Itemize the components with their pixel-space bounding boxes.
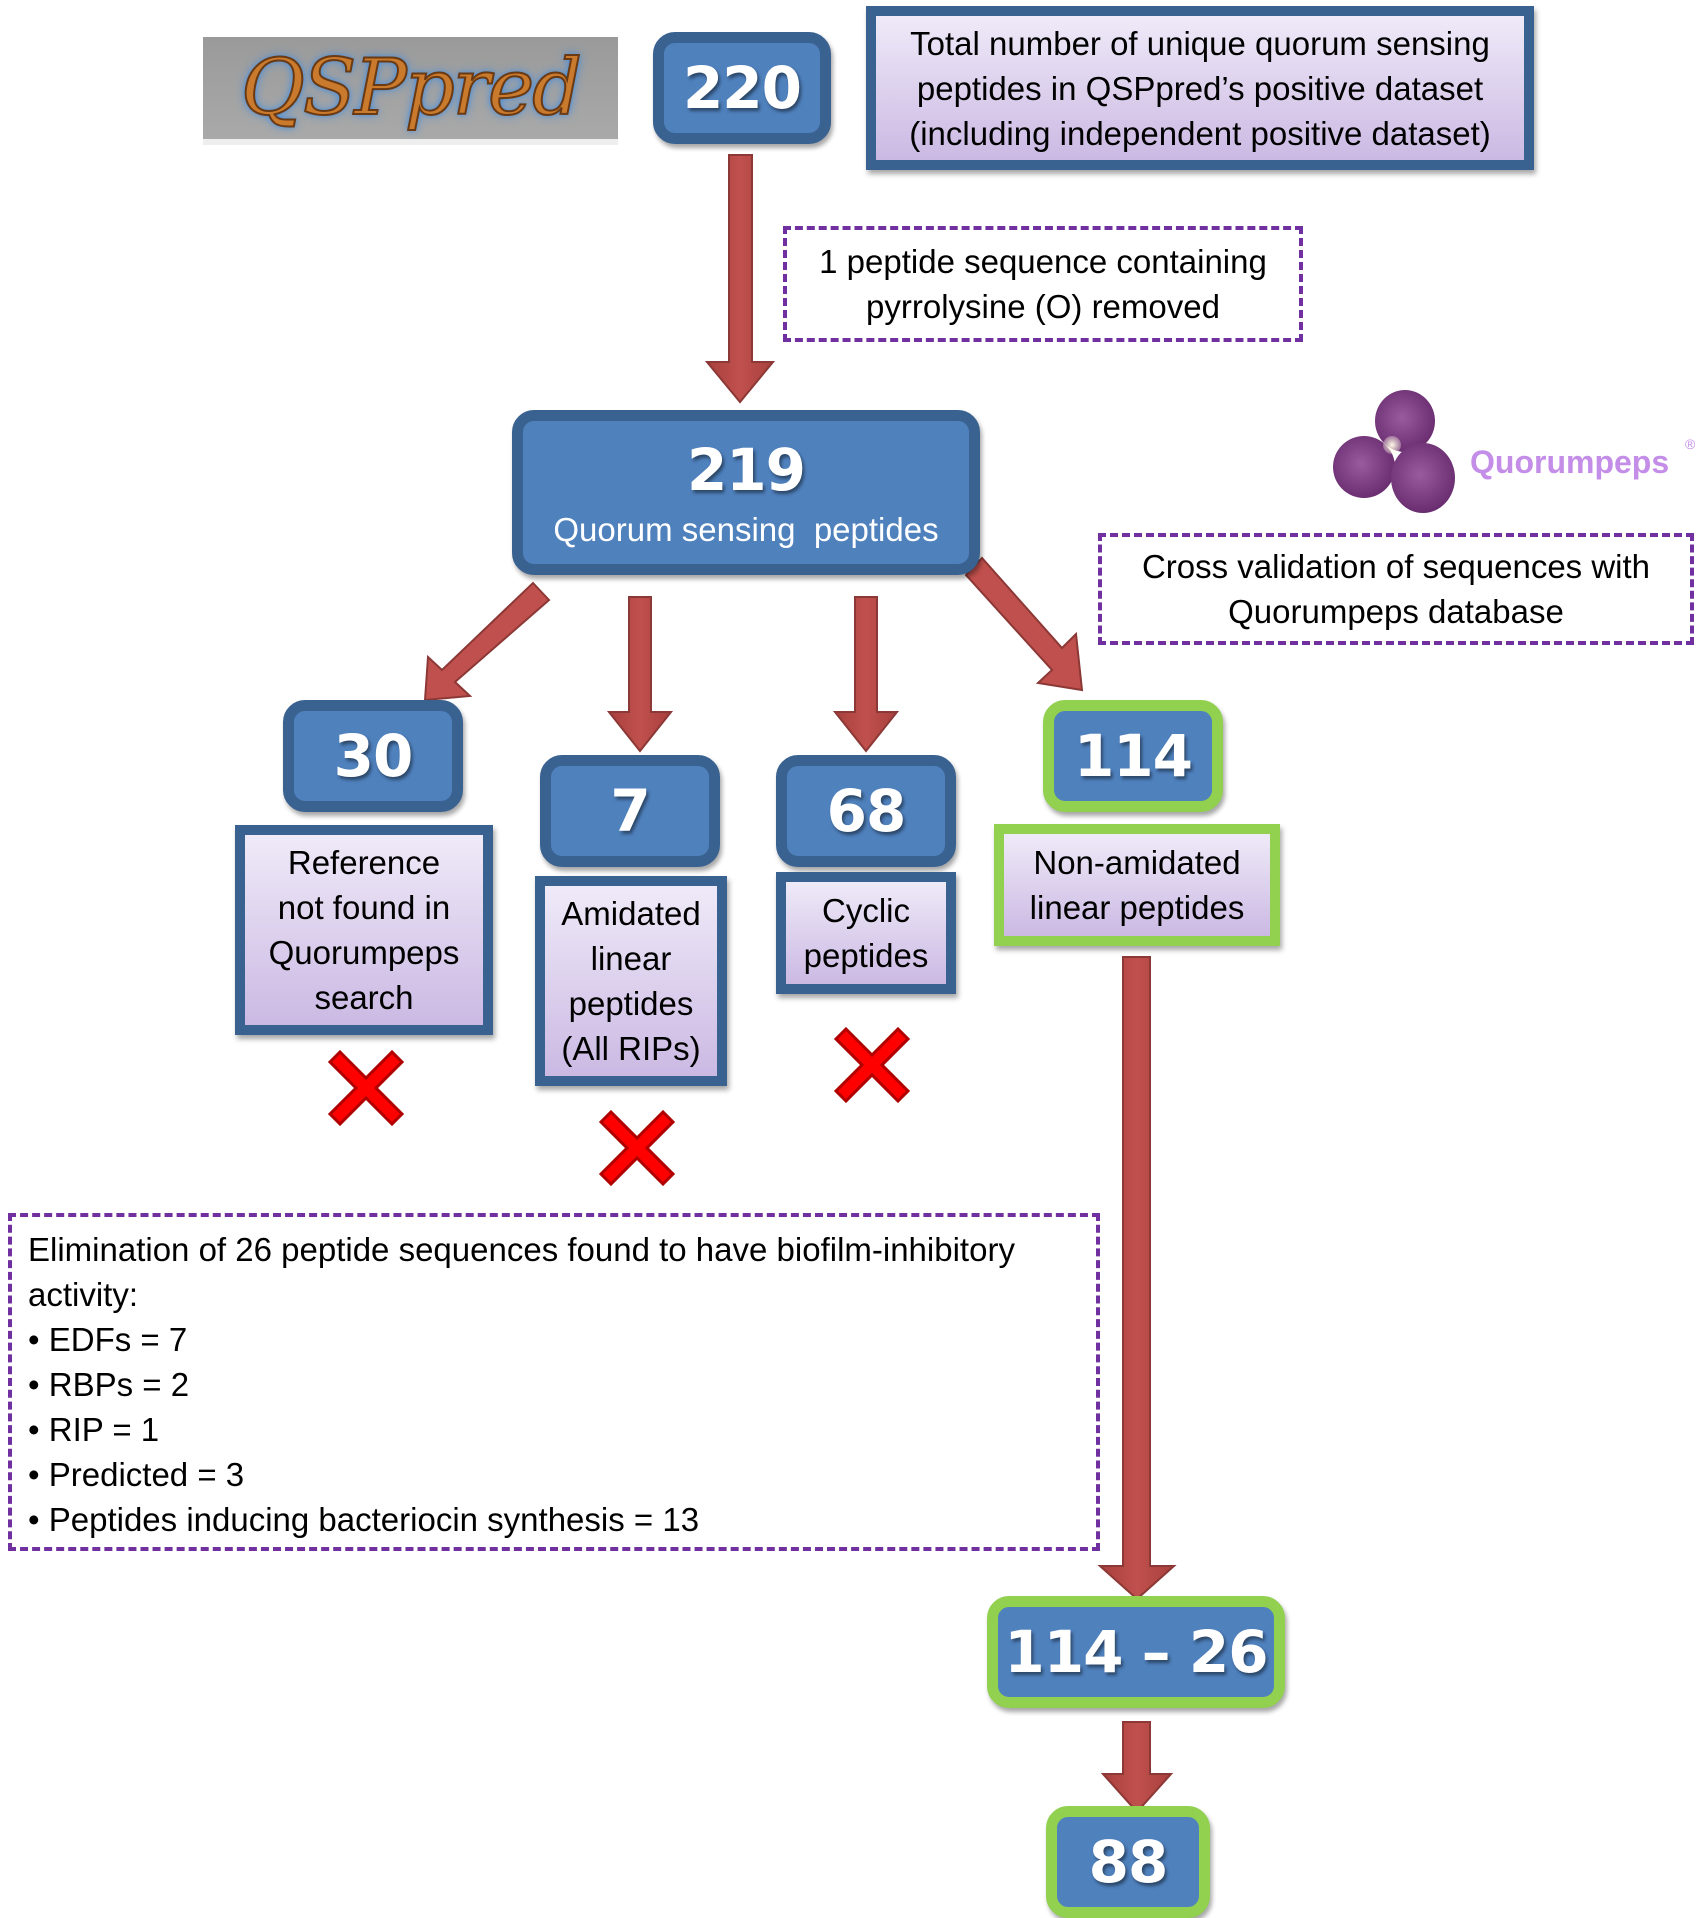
branch-label-line: search [314, 979, 414, 1016]
elimination-note: Elimination of 26 peptide sequences foun… [8, 1213, 1100, 1551]
elimination-item: • RIP = 1 [28, 1411, 160, 1448]
quorumpeps-cells-icon [1325, 388, 1465, 518]
arrow-220-to-219 [704, 154, 776, 404]
branch-label-line: (All RIPs) [561, 1030, 701, 1067]
note-line: Cross validation of sequences with [1141, 548, 1651, 585]
branch-label-box: Non-amidated linear peptides [994, 824, 1280, 946]
total-description-line: peptides in QSPpred’s positive dataset [916, 69, 1484, 107]
elimination-item: • EDFs = 7 [28, 1321, 188, 1358]
branch-label-box: Cyclic peptides [776, 872, 956, 994]
pyrrolysine-removed-note: 1 peptide sequence containing pyrrolysin… [783, 226, 1303, 342]
branch-label-line: linear peptides [1029, 889, 1245, 926]
elimination-item: • RBPs = 2 [28, 1366, 190, 1403]
branch-label-line: peptides [568, 985, 694, 1022]
branch-label-line: Quorumpeps [268, 934, 460, 971]
elimination-item-text: RBPs = 2 [48, 1366, 190, 1403]
main-label: Quorum sensing peptides [553, 510, 939, 548]
arrow-219-to-114 [964, 556, 1084, 692]
total-description-box: Total number of unique quorum sensing pe… [866, 6, 1534, 170]
branch-label-line: Non-amidated [1033, 844, 1241, 881]
branch-count-box: 30 [283, 700, 463, 812]
branch-count-box: 7 [540, 755, 720, 867]
total-count: 220 [682, 54, 802, 122]
elimination-heading: activity: [28, 1276, 139, 1313]
branch-count: 114 [1073, 722, 1193, 790]
qsppred-logo: QSPpred [203, 37, 618, 145]
elimination-item-text: Predicted = 3 [48, 1456, 245, 1493]
branch-label-line: Amidated [561, 895, 701, 932]
branch-count: 68 [826, 777, 907, 845]
elimination-item: • Predicted = 3 [28, 1456, 245, 1493]
elimination-item-text: RIP = 1 [48, 1411, 160, 1448]
branch-label-line: Reference [287, 844, 441, 881]
excluded-cross-icon [597, 1108, 677, 1188]
branch-label-box: Amidated linear peptides (All RIPs) [535, 876, 727, 1086]
qsppred-logo-text: QSPpred [240, 42, 583, 134]
arrow-219-to-7 [606, 596, 674, 753]
subtraction-box: 114 – 26 [987, 1596, 1285, 1708]
branch-label-line: not found in [277, 889, 451, 926]
final-count: 88 [1088, 1828, 1169, 1896]
branch-count-box: 114 [1043, 700, 1223, 812]
elimination-item: • Peptides inducing bacteriocin synthesi… [28, 1501, 700, 1538]
excluded-cross-icon [326, 1048, 406, 1128]
branch-count: 7 [610, 777, 650, 845]
note-line: pyrrolysine (O) removed [866, 288, 1220, 325]
branch-count: 30 [333, 722, 414, 790]
arrow-114-to-subtraction [1097, 956, 1177, 1601]
elimination-item-text: Peptides inducing bacteriocin synthesis … [48, 1501, 700, 1538]
arrow-219-to-68 [832, 596, 900, 753]
quorumpeps-logo-text: Quorumpeps [1470, 444, 1670, 480]
note-line: Quorumpeps database [1228, 593, 1564, 630]
main-count-box: 219 Quorum sensing peptides [512, 410, 980, 575]
arrow-219-to-30 [423, 581, 551, 702]
total-description-line: (including independent positive dataset) [909, 114, 1491, 152]
branch-label-line: linear [590, 940, 672, 977]
branch-label-line: Cyclic [822, 892, 910, 929]
excluded-cross-icon [832, 1025, 912, 1105]
arrow-subtraction-to-final [1100, 1721, 1174, 1814]
main-count: 219 [686, 435, 806, 504]
branch-label-box: Reference not found in Quorumpeps search [235, 825, 493, 1035]
final-count-box: 88 [1046, 1806, 1210, 1918]
subtraction-label: 114 – 26 [1004, 1618, 1268, 1686]
total-count-box: 220 [653, 32, 831, 144]
cross-validation-note: Cross validation of sequences with Quoru… [1098, 533, 1694, 645]
note-line: 1 peptide sequence containing [819, 243, 1267, 280]
registered-mark: ® [1685, 436, 1696, 452]
elimination-item-text: EDFs = 7 [48, 1321, 188, 1358]
elimination-heading: Elimination of 26 peptide sequences foun… [28, 1231, 1015, 1268]
total-description-line: Total number of unique quorum sensing [910, 24, 1490, 62]
branch-count-box: 68 [776, 755, 956, 867]
quorumpeps-logo: Quorumpeps ® [1325, 388, 1703, 518]
branch-label-line: peptides [803, 937, 929, 974]
